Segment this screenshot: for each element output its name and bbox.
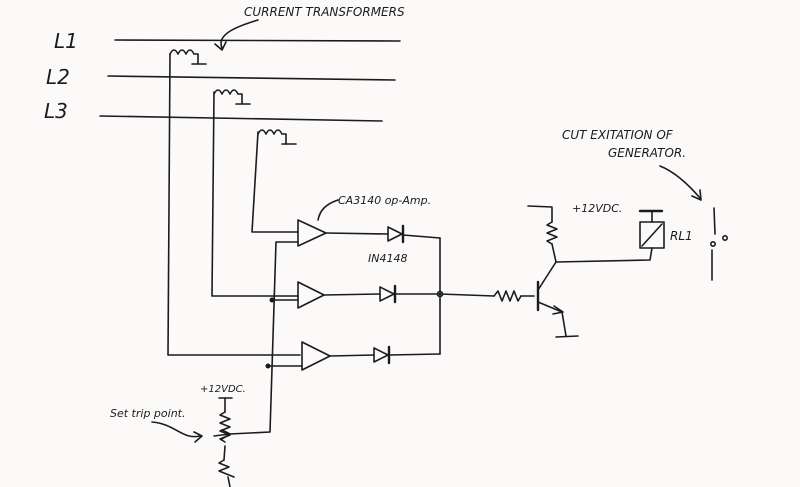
label-diode: IN4148 [368, 252, 407, 265]
diode-or-bus [436, 237, 535, 355]
opamp-3 [301, 341, 331, 371]
current-transformers: CURRENT TRANSFORMERS [169, 5, 405, 145]
pot-lower-resistor [218, 459, 235, 478]
wire-pot-ground [227, 476, 231, 487]
diode-1 [387, 226, 403, 242]
transistor-collector [537, 261, 557, 291]
opamp-1 [297, 219, 327, 247]
relay-arrowhead [691, 189, 702, 201]
line-l2 [107, 75, 396, 81]
ct3-coil [257, 129, 287, 145]
label-relay: RL1 [670, 229, 693, 243]
trip-pointer-arrow [151, 421, 201, 438]
diode-2 [379, 286, 395, 302]
relay-contact-point [721, 235, 728, 242]
relay-contact-upper [713, 207, 716, 235]
label-generator: GENERATOR. [608, 146, 686, 160]
wire-opamp2-diode [323, 293, 381, 296]
wire-opamp3-diode [329, 354, 375, 357]
junction-ref-2 [269, 297, 275, 303]
label-op-amp: CA3140 op-Amp. [338, 194, 431, 207]
wire-reference-bus [229, 241, 299, 435]
label-cut-excitation: CUT EXITATION OF [562, 128, 674, 142]
ct1-coil [169, 49, 199, 65]
relay-coil [639, 221, 665, 249]
base-resistor [493, 290, 522, 302]
ct-arrowhead [214, 41, 227, 51]
line-l1 [114, 39, 401, 42]
label-set-trip-point: Set trip point. [110, 407, 185, 420]
label-supply-transistor: +12VDC. [572, 202, 622, 215]
opamp-2 [297, 281, 325, 309]
collector-resistor [546, 221, 558, 245]
wire-opamp1-diode [325, 232, 389, 235]
line-l3 [99, 115, 383, 122]
op-amps: CA3140 op-Amp. [297, 194, 431, 371]
trip-arrowhead [193, 431, 203, 443]
wire-ct1-opamp3 [167, 53, 301, 356]
supply-rail-transistor [527, 205, 553, 208]
diodes: IN4148 [323, 224, 441, 365]
junction-ref-3 [265, 363, 271, 369]
ct-pointer-arrow [220, 19, 259, 49]
wire-ct3-opamp1 [251, 131, 299, 233]
wire-resistor-collector [551, 243, 557, 263]
transistor-ground [555, 335, 579, 338]
trip-point-pot: +12VDC. Set trip point. [110, 384, 246, 487]
transistor-emitter [537, 301, 563, 313]
wire-bus-resistor [439, 293, 495, 297]
label-current-transformers: CURRENT TRANSFORMERS [244, 5, 405, 19]
reference-bus [229, 241, 303, 435]
relay-pointer-arrow [659, 165, 701, 199]
ct2-coil [213, 89, 243, 105]
label-l1: L1 [54, 29, 78, 53]
ct-wires [167, 53, 301, 356]
wire-pot-lower [223, 445, 226, 461]
phase-lines: L1 L2 L3 [44, 29, 401, 123]
relay: RL1 CUT EXITATION OF GENERATOR. [562, 128, 728, 281]
pot-wiper-arrow [221, 429, 231, 440]
label-supply-trip: +12VDC. [200, 384, 246, 395]
pot-wiper [213, 433, 231, 437]
label-l3: L3 [44, 99, 68, 123]
transistor-emitter-arrow [552, 305, 564, 315]
wire-collector-relay [555, 247, 653, 263]
label-l2: L2 [46, 65, 70, 89]
wire-emitter-ground [561, 311, 567, 337]
opamp-pointer [317, 199, 339, 221]
wire-diode1-bus [402, 234, 441, 239]
wire-ct2-opamp2 [211, 91, 299, 297]
wire-diode3-bus [388, 353, 441, 356]
transistor-stage: +12VDC. [527, 202, 653, 338]
relay-coil-slash [641, 223, 663, 247]
diode-3 [373, 347, 389, 363]
relay-contact-pivot [709, 241, 716, 248]
